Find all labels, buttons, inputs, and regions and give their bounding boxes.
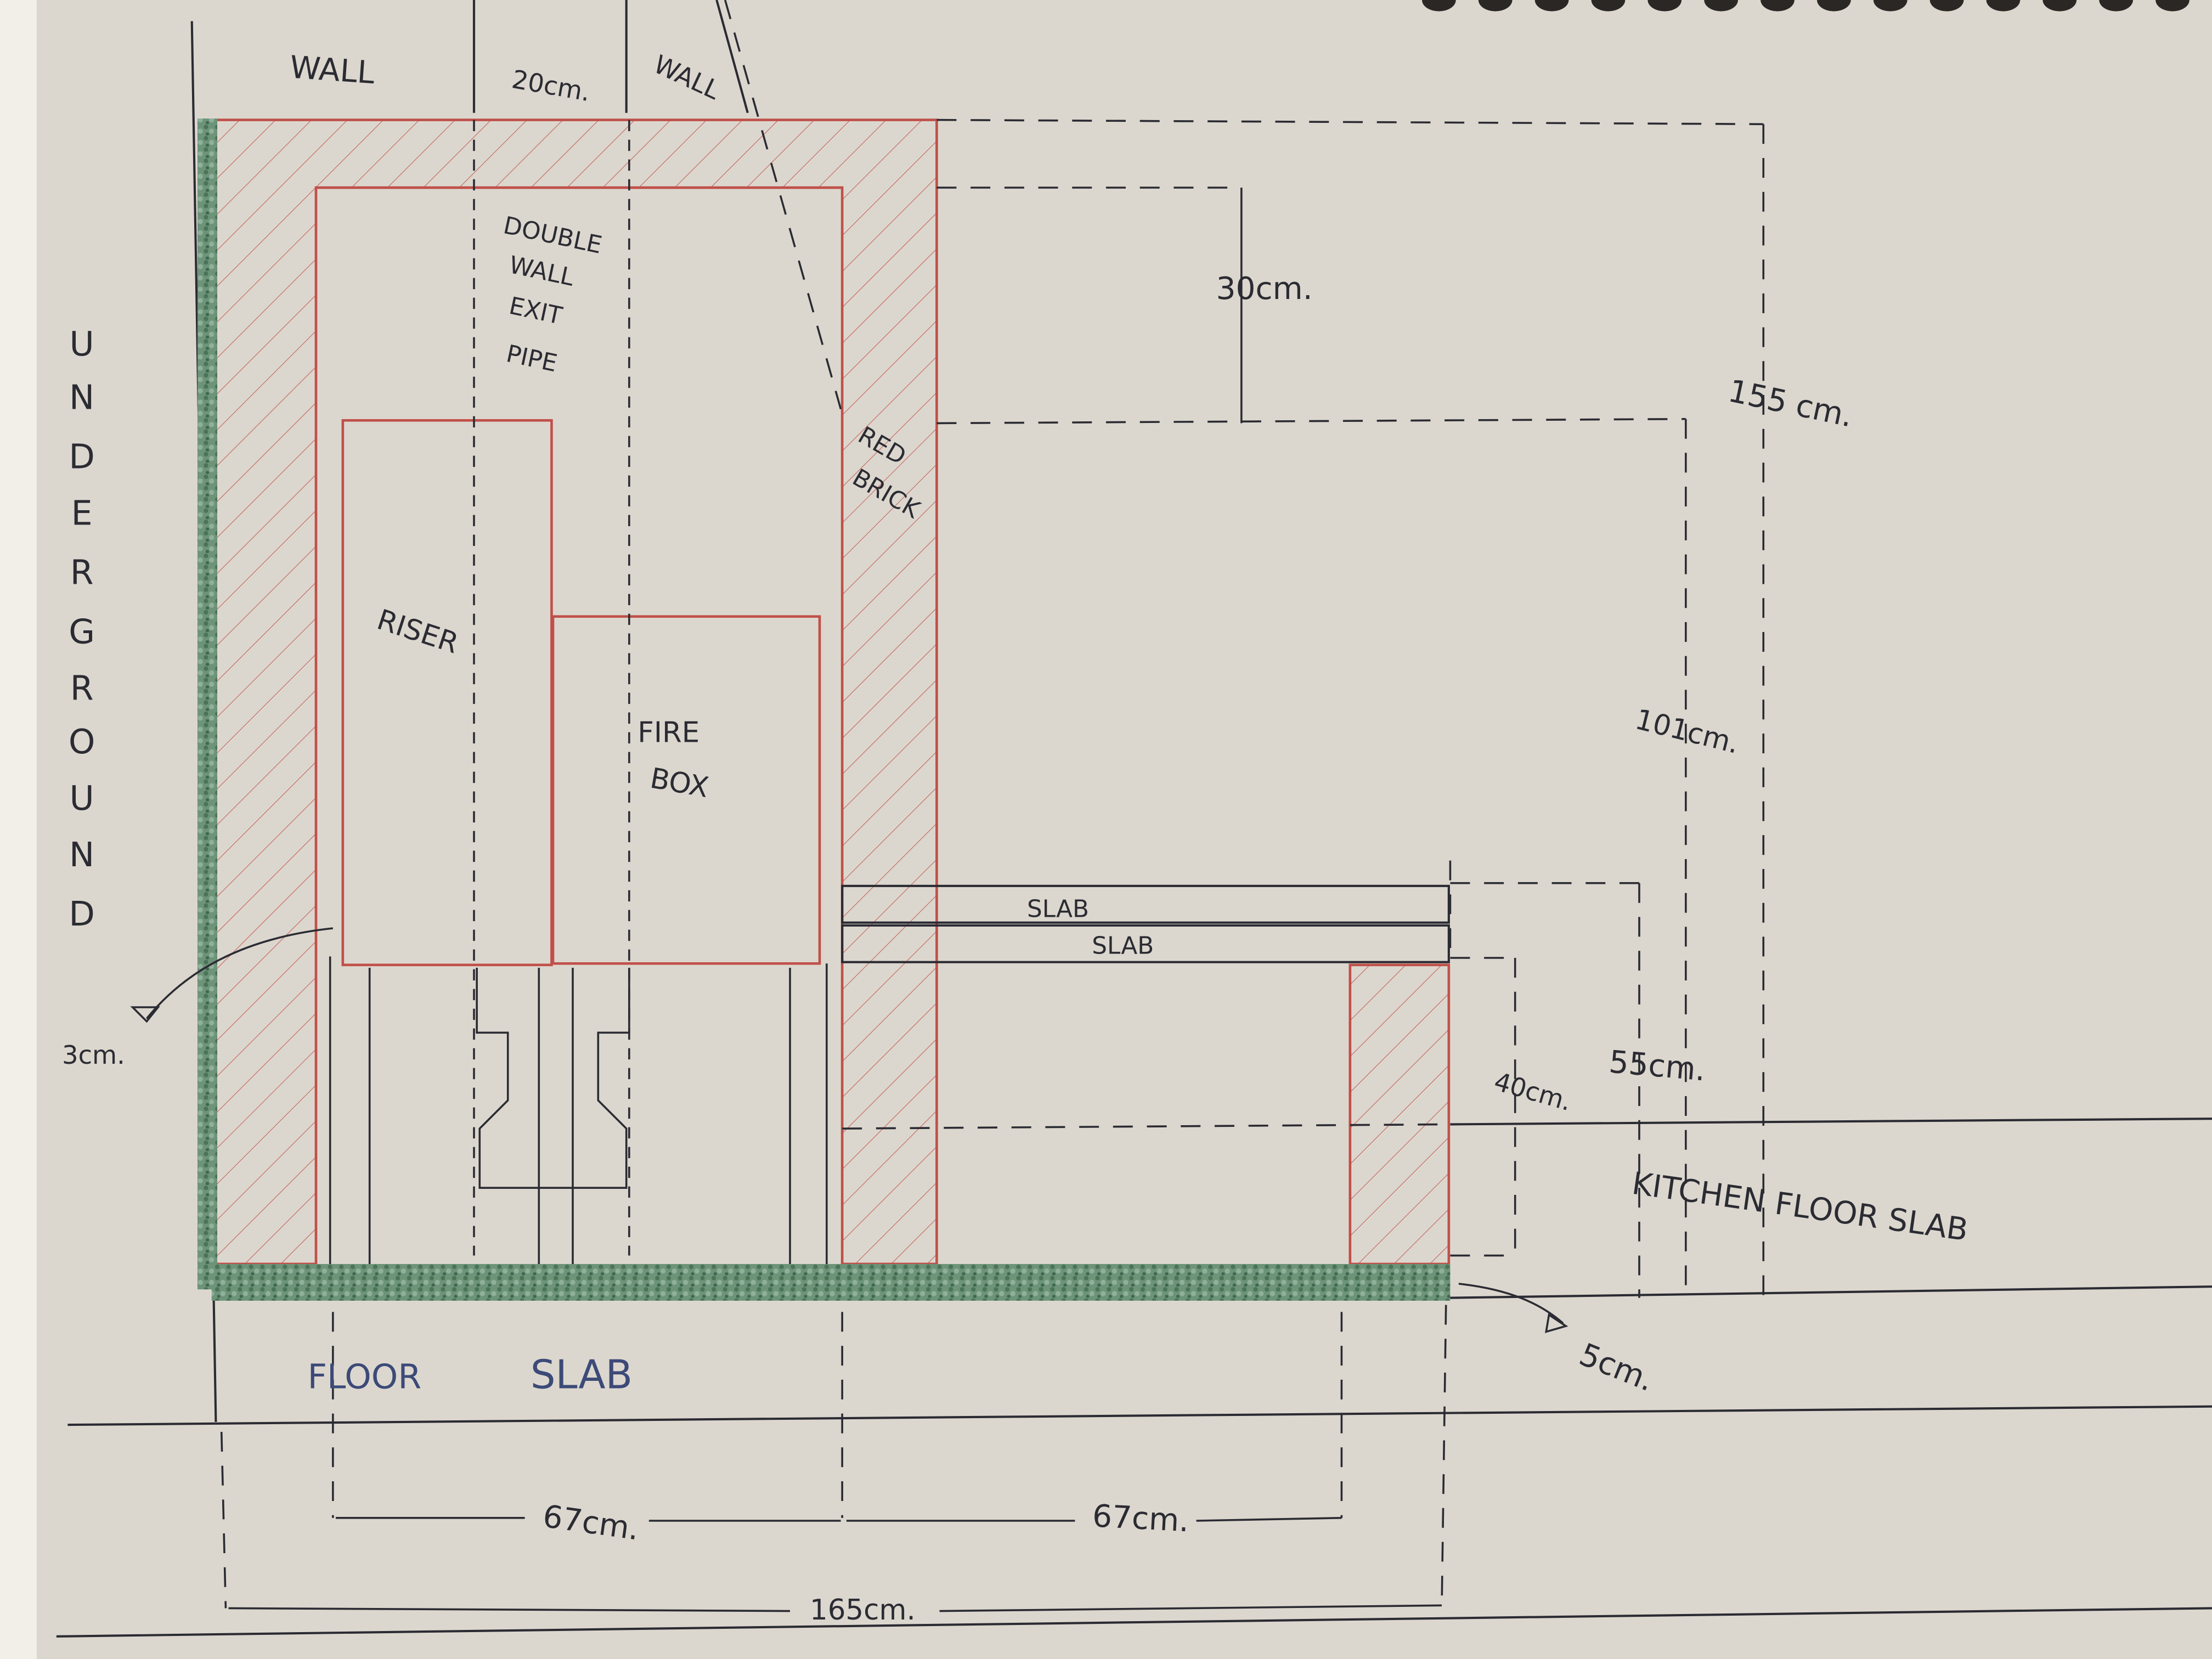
insulation-layer (198, 119, 1451, 1301)
dimension-lines (220, 119, 1765, 1609)
underground-letter: D (69, 437, 95, 477)
underground-letter: U (70, 778, 94, 818)
dim-total-width: 165cm. (810, 1594, 916, 1627)
dim-left-insulation: 3cm. (62, 1040, 125, 1070)
label-slab-upper: SLAB (1027, 895, 1089, 923)
label-slab: SLAB (531, 1351, 633, 1397)
dim-right-width: 67cm. (1092, 1498, 1190, 1539)
floor-slab-label: FLOOR SLAB (308, 1351, 633, 1397)
underground-letter: R (70, 553, 94, 592)
underground-label: U N D E R G R O U N D (69, 324, 95, 934)
underground-letter: G (69, 612, 95, 652)
underground-letter: O (69, 722, 95, 761)
underground-letter: N (69, 835, 94, 874)
bench-slabs (841, 884, 1450, 963)
underground-letter: R (70, 668, 94, 708)
underground-letter: N (69, 378, 94, 417)
underground-letter: U (70, 324, 94, 364)
label-slab-lower: SLAB (1092, 932, 1154, 960)
binding-holes (1422, 0, 2190, 12)
label-fire-box-1: FIRE (637, 716, 699, 749)
underground-letter: D (69, 894, 95, 934)
arrow-heads (130, 1006, 1568, 1333)
label-wall-left: WALL (289, 49, 376, 92)
label-floor: FLOOR (308, 1357, 422, 1396)
underground-letter: E (71, 494, 93, 533)
dim-bench-height: 55cm. (1607, 1043, 1707, 1088)
red-brick-walls (215, 119, 1451, 1266)
paper-edge (0, 0, 37, 1659)
riser-firebox (341, 419, 821, 967)
dimension-lines-solid (146, 188, 1564, 1612)
pipe-and-legs (329, 0, 842, 1264)
dim-top-gap: 30cm. (1216, 270, 1313, 307)
